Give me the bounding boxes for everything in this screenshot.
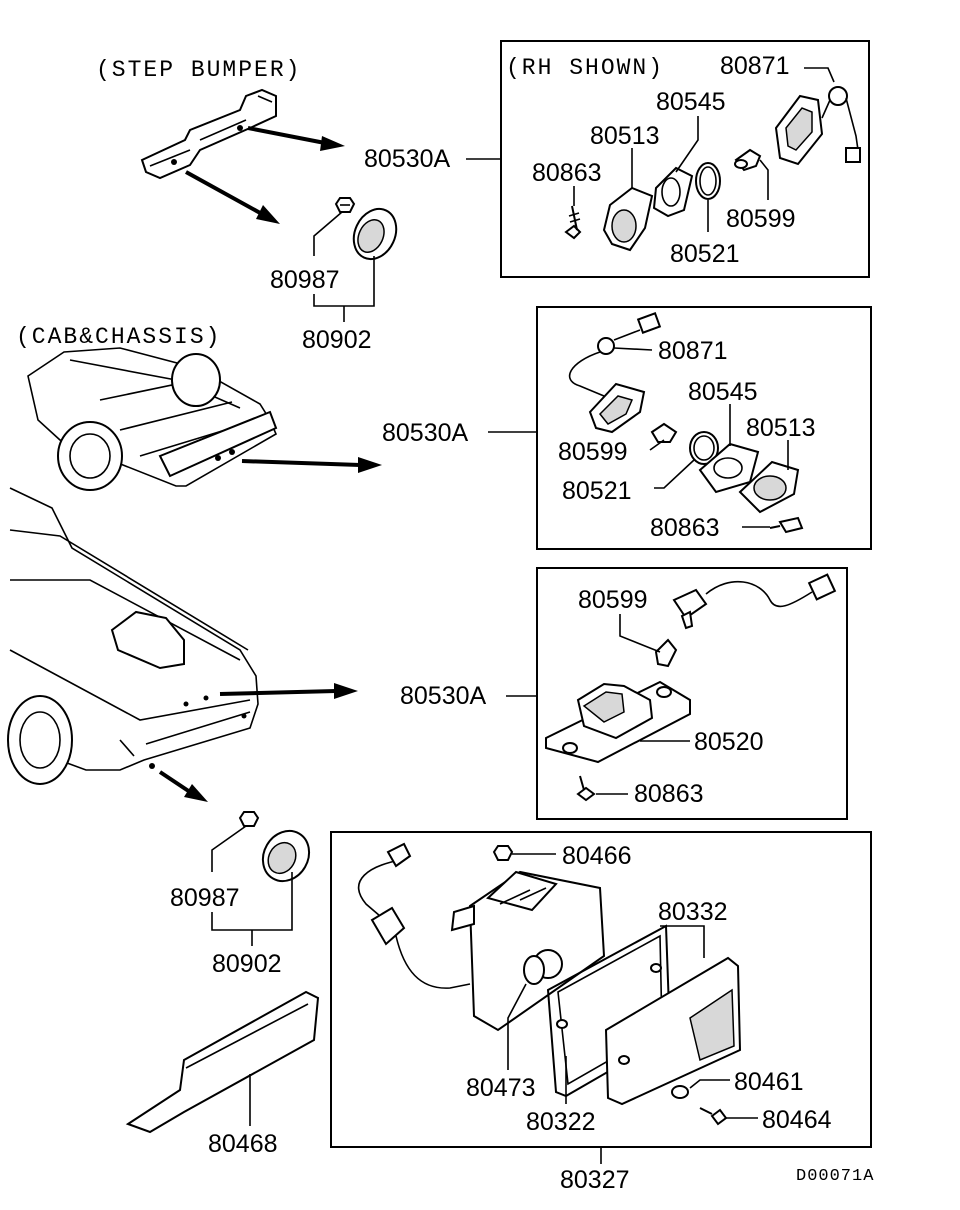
label-80599-2: 80599 [558,438,628,466]
arrow-bracket-to-reflector [185,170,280,224]
label-80902-1: 80902 [302,326,372,354]
label-80466: 80466 [562,842,632,870]
screw-icon [564,205,582,240]
label-80530A-3: 80530A [400,682,487,710]
lamp-housing-icon [588,382,646,434]
label-80332: 80332 [658,898,728,926]
nut-icon [492,845,514,861]
screw-icon [769,516,804,534]
tail-lamp-lens-icon [604,956,742,1106]
note-step-bumper: (STEP BUMPER) [96,57,301,83]
label-80464: 80464 [762,1106,832,1134]
drawing-code: D00071A [796,1167,874,1186]
label-80521-1: 80521 [670,240,740,268]
nut-icon [334,197,356,213]
o-ring-icon [689,431,719,465]
leader-80521-2 [654,459,695,489]
screw-icon [699,1107,728,1126]
connector-icon [568,312,662,397]
label-80530A-2: 80530A [382,419,469,447]
leader-80599-2 [649,439,665,451]
label-80468: 80468 [208,1130,278,1158]
arrow-bed-to-reflector [158,770,208,802]
label-80902-2: 80902 [212,950,282,978]
leader-80332 [660,925,705,958]
tail-lamp-housing-icon [450,870,606,1032]
frame-cab-chassis-lamp [536,306,872,550]
label-80871-1: 80871 [720,52,790,80]
gasket-icon [652,166,694,218]
label-80863-3: 80863 [634,780,704,808]
frame-tail-lamp [330,831,872,1148]
leader-80987-2 [211,825,247,872]
label-80322: 80322 [526,1108,596,1136]
leader-80987-1 [313,211,343,256]
label-80987-2: 80987 [170,884,240,912]
gasket-icon [698,442,760,494]
label-80513-2: 80513 [746,414,816,442]
leader-80545-1 [675,116,699,173]
label-80473: 80473 [466,1074,536,1102]
label-80545-1: 80545 [656,88,726,116]
label-80871-2: 80871 [658,337,728,365]
screw-icon [576,775,596,802]
o-ring-icon [695,162,721,200]
nut-icon [238,811,260,827]
label-80520: 80520 [694,728,764,756]
leader-80871-2 [613,347,653,351]
truck-bed-icon [7,487,259,785]
label-80599-1: 80599 [726,205,796,233]
step-bumper-bracket-icon [140,88,277,180]
license-lamp-icon [545,680,691,764]
leader-80599-3 [619,614,661,653]
license-lamp-lens-icon [602,186,654,252]
arrow-bed-to-lamp [219,683,358,699]
arrow-chassis-to-lamp [241,457,382,473]
lamp-housing-icon [774,86,861,166]
bulb-socket-icon [654,573,837,668]
truck-chassis-icon [27,347,278,491]
tail-lamp-harness-icon [358,842,471,989]
label-80461: 80461 [734,1068,804,1096]
bulb-icon [650,422,678,443]
label-80530A-1: 80530A [364,145,451,173]
leader-80461 [689,1079,730,1089]
reflector-icon [352,207,398,261]
label-80987-1: 80987 [270,266,340,294]
leader-80599-1 [759,159,769,200]
label-80327: 80327 [560,1166,630,1194]
label-80521-2: 80521 [562,477,632,505]
leader-80473 [507,983,527,1070]
label-80863-2: 80863 [650,514,720,542]
label-80545-2: 80545 [688,378,758,406]
leader-80871-1 [804,67,835,83]
note-cab-chassis: (CAB&CHASSIS) [16,324,221,350]
label-80513-1: 80513 [590,122,660,150]
label-80863-1: 80863 [532,159,602,187]
bulb-icon [734,148,762,172]
note-rh-shown: (RH SHOWN) [506,55,664,81]
arrow-bracket-to-lamp [247,126,345,151]
license-lamp-lens-icon [738,460,800,514]
label-80599-3: 80599 [578,586,648,614]
reflector-icon [261,829,311,883]
bumper-trim-icon [125,990,320,1134]
frame-rear-lamp [536,567,848,820]
washer-icon [671,1085,689,1099]
